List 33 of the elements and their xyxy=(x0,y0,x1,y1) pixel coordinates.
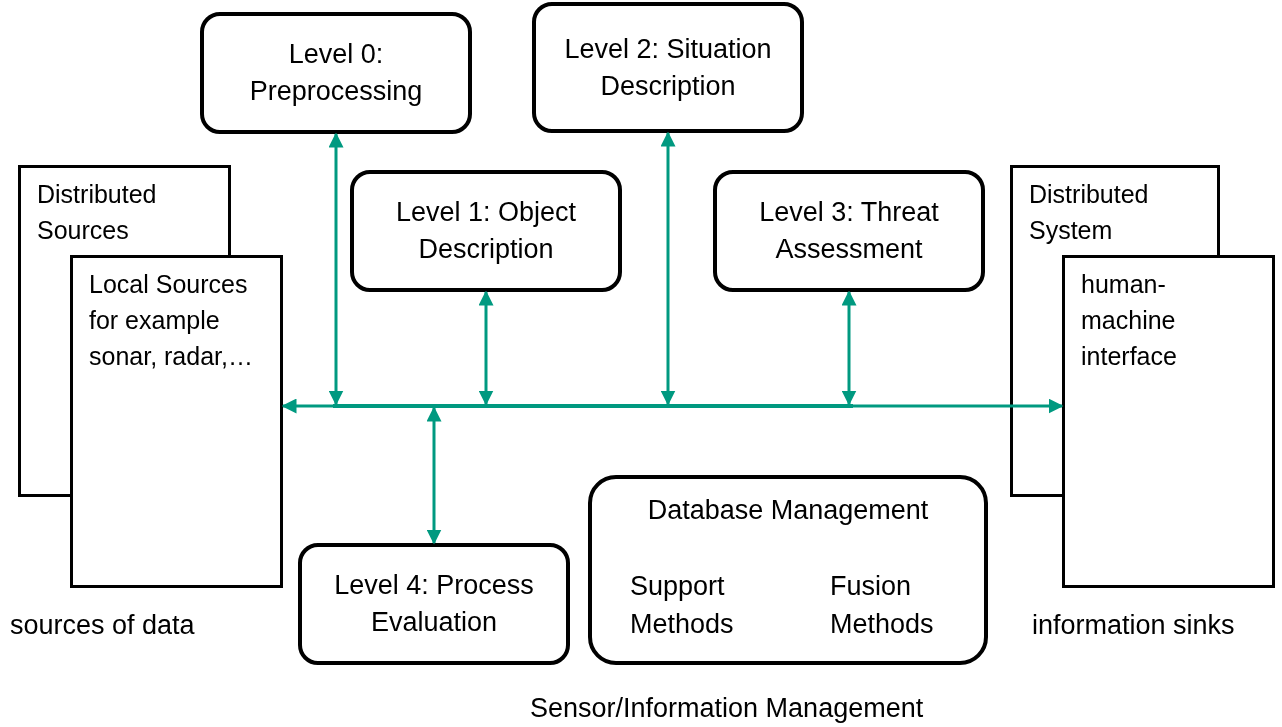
box-text: Support Methods xyxy=(630,570,735,641)
box-text: Level 4: Process Evaluation xyxy=(333,569,535,639)
double-arrow xyxy=(841,290,857,406)
process-box xyxy=(532,2,804,133)
box-heading: Database Management xyxy=(646,494,930,527)
process-box xyxy=(200,12,472,134)
footer-label: Sensor/Information Management xyxy=(530,693,924,724)
box-text: Distributed System xyxy=(1029,179,1150,246)
bus-bar xyxy=(333,404,853,408)
process-box xyxy=(713,170,985,292)
arrow xyxy=(281,398,333,414)
box-text: Level 1: Object Description xyxy=(394,196,578,266)
caption-label: sources of data xyxy=(10,610,195,641)
double-arrow xyxy=(426,406,442,545)
box-text: Fusion Methods xyxy=(830,570,935,641)
box-text: human-machine interface xyxy=(1081,269,1178,372)
box-text: Level 2: Situation Description xyxy=(563,32,773,103)
process-box xyxy=(298,543,570,665)
double-arrow xyxy=(478,290,494,406)
box-text: Level 0: Preprocessing xyxy=(248,38,424,108)
double-arrow xyxy=(328,132,344,406)
caption-label: information sinks xyxy=(1032,610,1235,641)
process-box xyxy=(350,170,622,292)
box-text: Local Sources for example sonar, radar,… xyxy=(89,269,254,372)
document-box xyxy=(18,165,231,255)
document-box xyxy=(1010,165,1220,255)
double-arrow xyxy=(660,131,676,406)
document-box xyxy=(1062,255,1275,588)
process-box xyxy=(588,475,988,665)
box-text: Level 3: Threat Assessment xyxy=(758,196,940,266)
arrow xyxy=(853,398,1064,414)
document-box xyxy=(70,255,283,588)
box-text: Distributed Sources xyxy=(37,179,158,246)
